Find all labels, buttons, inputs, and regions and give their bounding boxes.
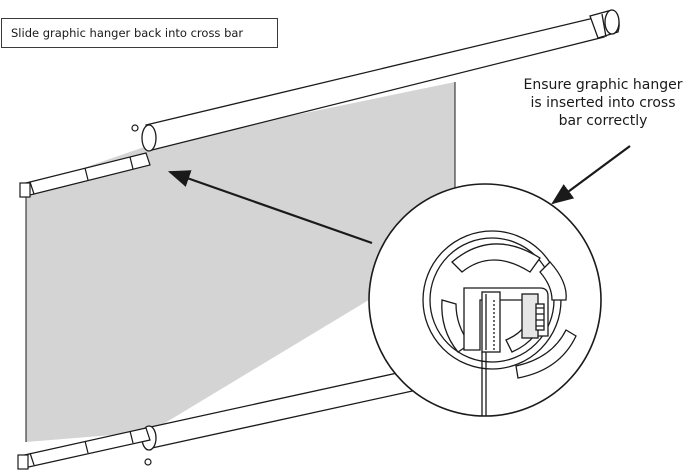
top-hanger-rail (19, 124, 151, 198)
top-cross-bar (141, 9, 620, 152)
instruction-label-box: Slide graphic hanger back into cross bar (1, 18, 278, 48)
cross-bar-section-detail (422, 230, 577, 416)
arrow-left-up-icon (167, 170, 373, 245)
arrow-down-left-icon (551, 145, 631, 205)
graphic-panel (26, 82, 455, 442)
bottom-hanger-rail (17, 427, 152, 470)
note-line-1: Ensure graphic hanger (523, 77, 683, 93)
note-line-3: bar correctly (558, 113, 648, 129)
note-line-2: is inserted into cross (530, 95, 676, 111)
note-text: Ensure graphic hanger is inserted into c… (508, 76, 698, 130)
instruction-label: Slide graphic hanger back into cross bar (11, 26, 244, 40)
